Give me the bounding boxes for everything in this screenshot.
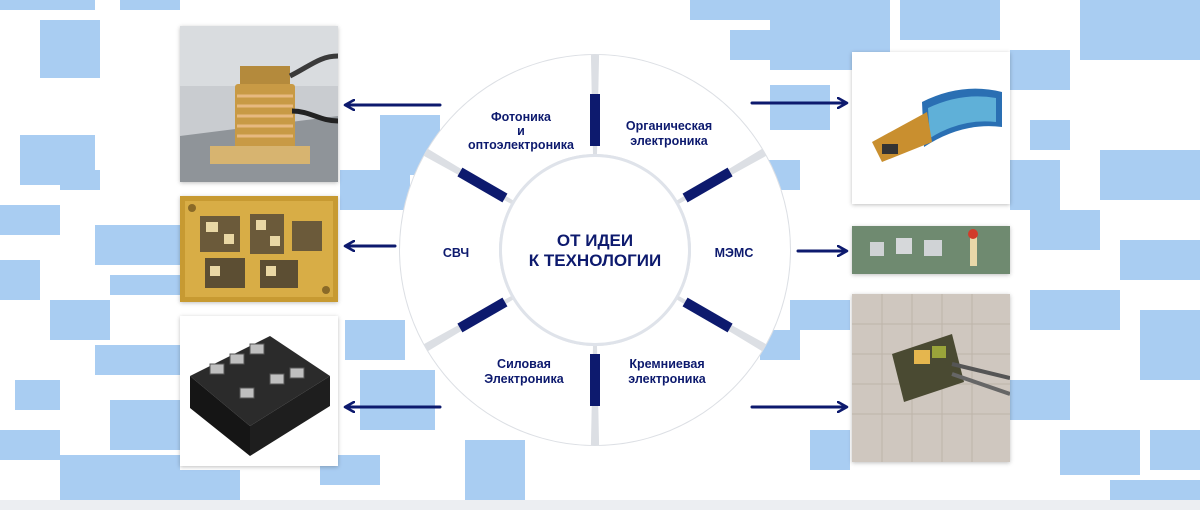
background-tile (0, 205, 60, 235)
background-tile (730, 30, 770, 60)
background-tile (110, 275, 180, 295)
photonics-label-line3: оптоэлектроника (468, 138, 575, 152)
power-label-line2: Электроника (484, 372, 564, 386)
center-title-line1: ОТ ИДЕИ (557, 231, 633, 250)
background-tile (1100, 150, 1200, 200)
silicon-chip-image (852, 294, 1010, 462)
ring-connector (590, 94, 600, 146)
flexible-display-image (852, 52, 1010, 204)
ring-connector (590, 354, 600, 406)
background-tile (40, 20, 100, 78)
background-tile (1010, 380, 1070, 420)
background-tile (0, 430, 60, 460)
background-tile (1030, 120, 1070, 150)
background-tile (60, 170, 100, 190)
ring-connector (457, 167, 508, 203)
background-tile (900, 0, 1000, 40)
background-tile (1080, 0, 1200, 60)
segment-organic (597, 55, 762, 201)
center-title-line2: К ТЕХНОЛОГИИ (529, 251, 661, 270)
microwave-board-image (180, 196, 338, 302)
background-tile (465, 440, 525, 500)
background-tile (0, 260, 40, 300)
organic-label-line2: электроника (630, 134, 708, 148)
silicon-label-line2: электроника (628, 372, 706, 386)
segment-photonics (428, 55, 593, 201)
power-module-image (180, 316, 338, 466)
segment-power (428, 299, 593, 445)
ring-connectors (457, 94, 733, 406)
background-tile (1150, 430, 1200, 470)
photonics-label-line1: Фотоника (491, 110, 552, 124)
tech-ring (399, 54, 791, 446)
background-tile (60, 455, 180, 500)
segment-mems (679, 156, 791, 344)
background-tile (1140, 310, 1200, 380)
background-tile (95, 345, 180, 375)
background-tile (50, 300, 110, 340)
ring-connector (682, 167, 733, 203)
background-tile (110, 400, 180, 450)
background-tile (1120, 240, 1200, 280)
power-label-line1: Силовая (497, 357, 551, 371)
segment-microwave (400, 156, 511, 344)
microwave-label: СВЧ (443, 246, 469, 260)
background-tile (690, 0, 770, 20)
bottom-strip (0, 500, 1200, 510)
background-tile (1060, 430, 1140, 475)
background-tile (1110, 480, 1200, 500)
inner-circle (502, 157, 688, 343)
background-tile-pattern (0, 0, 1200, 500)
background-tile (1010, 160, 1060, 210)
background-tile (790, 300, 850, 330)
mems-label: МЭМС (715, 246, 754, 260)
segment-silicon (597, 299, 762, 445)
background-tile (770, 85, 830, 130)
background-tile (810, 430, 850, 470)
background-tile (0, 0, 95, 10)
background-tile (360, 370, 435, 430)
background-tile (120, 0, 180, 10)
background-tile (1030, 290, 1120, 330)
background-tile (1010, 50, 1070, 90)
photonics-label-line2: и (517, 124, 525, 138)
background-tile (180, 470, 240, 500)
background-tile (1030, 210, 1100, 250)
ring-connector (682, 297, 733, 333)
background-tile (345, 320, 405, 360)
organic-label-line1: Органическая (626, 119, 712, 133)
silicon-label-line1: Кремниевая (629, 357, 704, 371)
background-tile (95, 225, 180, 265)
laser-module-image (180, 26, 338, 182)
mems-chips-image (852, 226, 1010, 274)
ring-connector (457, 297, 508, 333)
background-tile (340, 170, 410, 210)
background-tile (15, 380, 60, 410)
